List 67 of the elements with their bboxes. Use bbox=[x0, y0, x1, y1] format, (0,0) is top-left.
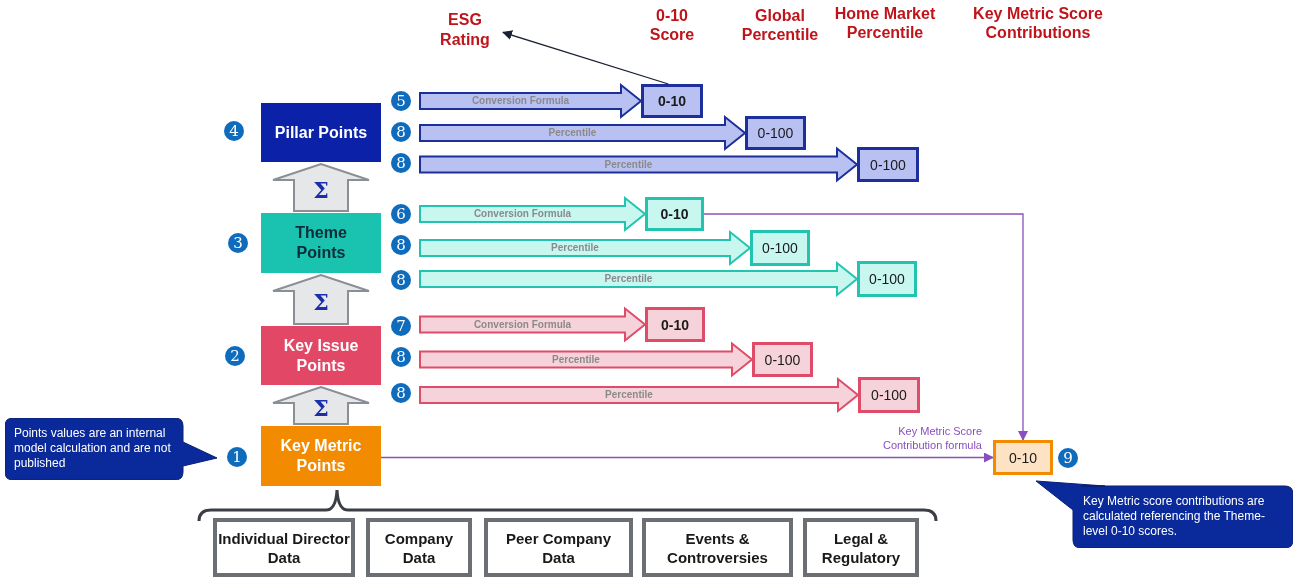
step-number: 1 bbox=[227, 447, 247, 467]
score-box: 0-100 bbox=[750, 230, 810, 266]
data-source-box: Legal & Regulatory bbox=[803, 518, 919, 577]
step-number: 6 bbox=[391, 204, 411, 224]
block-arrow bbox=[419, 82, 643, 120]
data-source-box: Events & Controversies bbox=[642, 518, 793, 577]
column-heading: Home Market Percentile bbox=[833, 4, 937, 42]
edge-label: Percentile bbox=[603, 158, 654, 171]
points-box: Key Issue Points bbox=[261, 326, 381, 385]
block-arrow bbox=[419, 229, 752, 267]
points-box: Key Metric Points bbox=[261, 426, 381, 486]
score-box: 0-100 bbox=[858, 377, 920, 413]
edge-label: Conversion Formula bbox=[472, 208, 573, 220]
block-arrow bbox=[419, 195, 647, 233]
edge-label: Conversion Formula bbox=[470, 95, 571, 107]
data-source-box: Company Data bbox=[366, 518, 472, 577]
column-heading: Global Percentile bbox=[740, 6, 820, 44]
callout-bubble: Points values are an internal model calculation and are not published bbox=[5, 418, 217, 480]
block-arrow bbox=[419, 260, 859, 298]
block-arrow bbox=[419, 376, 860, 414]
edge-label: Percentile bbox=[604, 389, 654, 401]
step-number: 9 bbox=[1058, 448, 1078, 468]
callout-bubble: Key Metric score contributions are calculated referencing the Theme-level 0-10 scores. bbox=[1035, 480, 1293, 548]
step-number: 2 bbox=[225, 346, 245, 366]
step-number: 4 bbox=[224, 121, 244, 141]
edge-label: Percentile bbox=[551, 353, 601, 366]
sum-arrow bbox=[272, 385, 370, 425]
score-box: 0-100 bbox=[752, 342, 813, 377]
edge-label: Conversion Formula bbox=[472, 318, 573, 331]
edge-label: Percentile bbox=[550, 242, 600, 254]
block-arrow bbox=[419, 341, 754, 378]
edge-label: Σ bbox=[312, 395, 330, 420]
data-source-box: Peer Company Data bbox=[484, 518, 633, 577]
edge-label: Percentile bbox=[547, 127, 598, 139]
step-number: 8 bbox=[391, 235, 411, 255]
block-arrow bbox=[419, 114, 747, 152]
sum-arrow bbox=[272, 162, 370, 212]
block-arrow bbox=[419, 306, 647, 343]
score-box: 0-10 bbox=[641, 84, 703, 118]
score-box: 0-10 bbox=[645, 307, 705, 342]
step-number: 8 bbox=[391, 122, 411, 142]
step-number: 8 bbox=[391, 347, 411, 367]
step-number: 7 bbox=[391, 316, 411, 336]
step-number: 5 bbox=[391, 91, 411, 111]
rating-label: ESG Rating bbox=[428, 6, 502, 54]
step-number: 3 bbox=[228, 233, 248, 253]
column-heading: 0-10 Score bbox=[648, 6, 696, 44]
sum-arrow bbox=[272, 273, 370, 325]
edge-label: Σ bbox=[312, 289, 330, 314]
step-number: 8 bbox=[391, 383, 411, 403]
score-box: 0-100 bbox=[857, 147, 919, 182]
column-heading: Key Metric Score Contributions bbox=[972, 4, 1104, 42]
arrow bbox=[502, 30, 669, 85]
points-box: Theme Points bbox=[261, 213, 381, 273]
arrow bbox=[380, 452, 994, 463]
step-number: 8 bbox=[391, 270, 411, 290]
data-source-box: Individual Director Data bbox=[213, 518, 355, 577]
step-number: 8 bbox=[391, 153, 411, 173]
edge-label: Percentile bbox=[603, 273, 654, 285]
block-arrow bbox=[419, 146, 859, 183]
edge-label: Σ bbox=[312, 177, 330, 202]
arrow bbox=[703, 213, 1028, 441]
score-box: 0-10 bbox=[645, 197, 704, 231]
score-box: 0-10 bbox=[993, 440, 1053, 475]
score-box: 0-100 bbox=[857, 261, 917, 297]
score-box: 0-100 bbox=[745, 116, 806, 150]
points-box: Pillar Points bbox=[261, 103, 381, 162]
